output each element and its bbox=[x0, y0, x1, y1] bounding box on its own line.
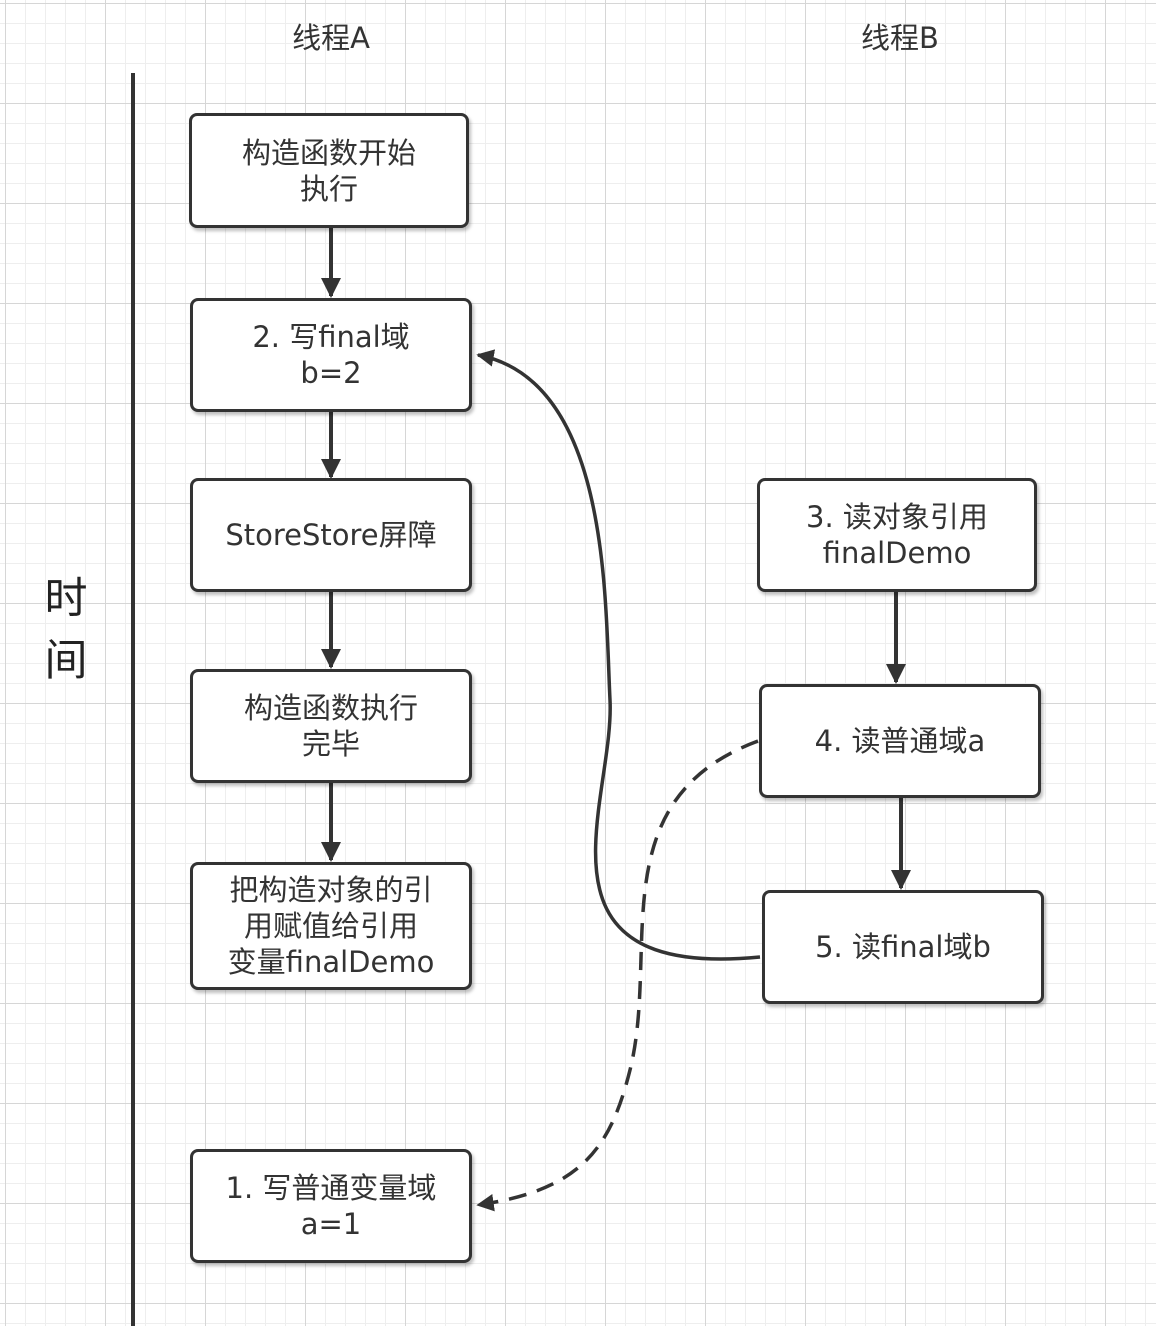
node-write-final-label: 2. 写final域 b=2 bbox=[252, 320, 410, 390]
lane-title-thread-b: 线程B bbox=[861, 21, 939, 55]
node-assign-reference-label: 把构造对象的引 用赋值给引用 变量finalDemo bbox=[227, 873, 435, 979]
node-assign-reference[interactable]: 把构造对象的引 用赋值给引用 变量finalDemo bbox=[190, 862, 472, 990]
node-write-normal-label: 1. 写普通变量域 a=1 bbox=[225, 1171, 437, 1241]
arrow-read-final-to-write-final bbox=[476, 349, 761, 961]
node-read-reference-label: 3. 读对象引用 finalDemo bbox=[806, 500, 988, 570]
node-storestore-barrier[interactable]: StoreStore屏障 bbox=[190, 478, 472, 592]
node-read-reference[interactable]: 3. 读对象引用 finalDemo bbox=[757, 478, 1037, 592]
node-storestore-barrier-label: StoreStore屏障 bbox=[225, 518, 437, 552]
arrow-read-normal-to-write-normal bbox=[476, 739, 759, 1212]
node-read-normal[interactable]: 4. 读普通域a bbox=[759, 684, 1041, 798]
node-read-final[interactable]: 5. 读final域b bbox=[762, 890, 1044, 1004]
node-ctor-end[interactable]: 构造函数执行 完毕 bbox=[190, 669, 472, 783]
node-write-normal[interactable]: 1. 写普通变量域 a=1 bbox=[190, 1149, 472, 1263]
time-axis-label: 时 间 bbox=[44, 574, 88, 686]
node-ctor-start[interactable]: 构造函数开始 执行 bbox=[189, 113, 469, 228]
node-read-final-label: 5. 读final域b bbox=[815, 930, 991, 964]
node-ctor-end-label: 构造函数执行 完毕 bbox=[243, 691, 418, 761]
lane-title-thread-a: 线程A bbox=[292, 21, 370, 55]
node-write-final[interactable]: 2. 写final域 b=2 bbox=[190, 298, 472, 412]
node-ctor-start-label: 构造函数开始 执行 bbox=[241, 135, 416, 206]
node-read-normal-label: 4. 读普通域a bbox=[814, 724, 986, 758]
